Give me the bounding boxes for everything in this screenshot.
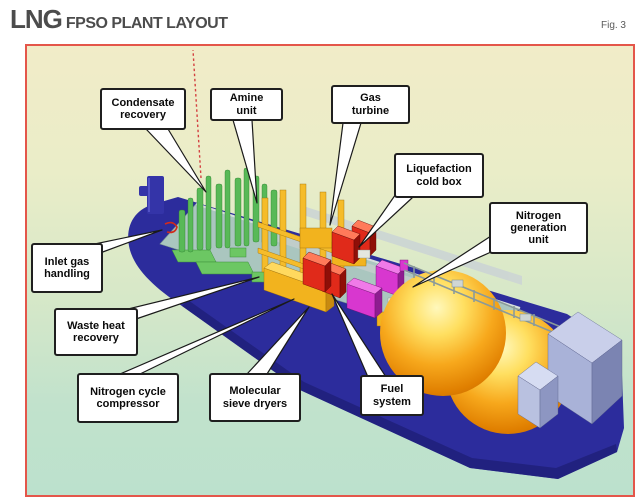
callout-inlet-gas-handling: Inlet gas handling — [31, 243, 103, 293]
callout-condensate-recovery: Condensate recovery — [100, 88, 186, 130]
callout-molecular-sieve-dryers: Molecular sieve dryers — [209, 373, 301, 422]
callout-amine-unit: Amine unit — [210, 88, 283, 121]
figure-number: Fig. 3 — [600, 20, 626, 31]
figure-title-lead: LNG — [10, 4, 63, 34]
callout-gas-turbine: Gas turbine — [331, 85, 410, 124]
callout-waste-heat-recovery: Waste heat recovery — [54, 308, 138, 356]
figure-title-rest: FPSO PLANT LAYOUT — [65, 15, 228, 32]
callout-fuel-system: Fuel system — [360, 375, 424, 416]
callout-nitrogen-generation-unit: Nitrogen generation unit — [489, 202, 588, 254]
callout-nitrogen-cycle-compressor: Nitrogen cycle compressor — [77, 373, 179, 423]
callout-liquefaction-cold-box: Liquefaction cold box — [394, 153, 484, 198]
